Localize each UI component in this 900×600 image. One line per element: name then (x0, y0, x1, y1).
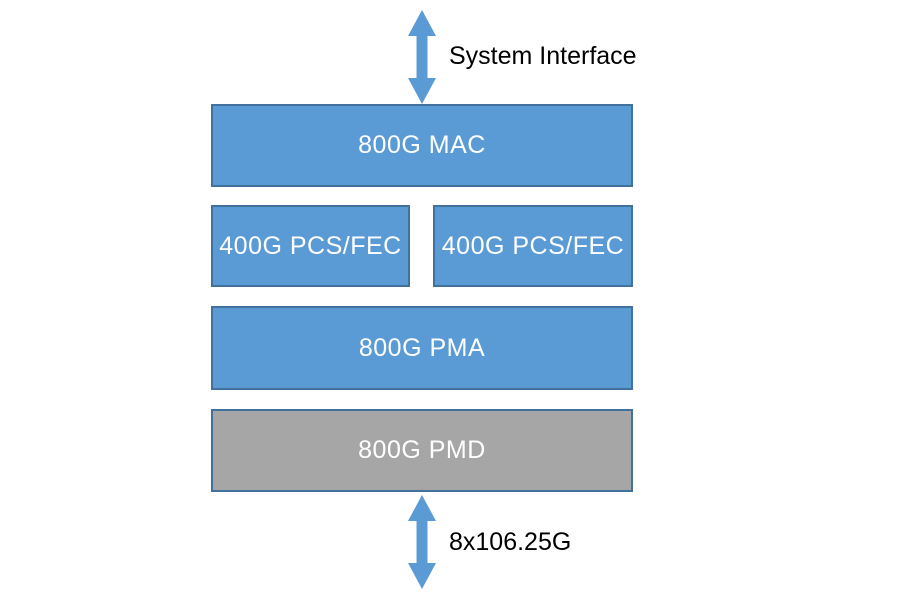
layer-box-pcs-fec-right: 400G PCS/FEC (433, 205, 633, 287)
layer-box-pma: 800G PMA (211, 306, 633, 390)
layer-box-pma-label: 800G PMA (358, 333, 486, 362)
layer-box-mac-label: 800G MAC (358, 131, 486, 159)
layer-box-pcs-fec-left-label: 400G PCS/FEC (219, 231, 402, 260)
layer-box-mac: 800G MAC (211, 104, 633, 187)
line-rate-label: 8x106.25G (449, 528, 572, 556)
layer-box-pcs-fec-left: 400G PCS/FEC (211, 205, 410, 287)
up-down-arrow-shape (408, 495, 436, 589)
layer-box-pmd-label: 800G PMD (358, 436, 486, 464)
up-down-arrow-icon (408, 495, 436, 589)
up-down-arrow-shape (408, 10, 436, 104)
layer-box-pmd: 800G PMD (211, 409, 633, 492)
layer-box-pcs-fec-right-label: 400G PCS/FEC (441, 231, 625, 260)
up-down-arrow-icon (408, 10, 436, 104)
system-interface-label: System Interface (449, 42, 637, 70)
